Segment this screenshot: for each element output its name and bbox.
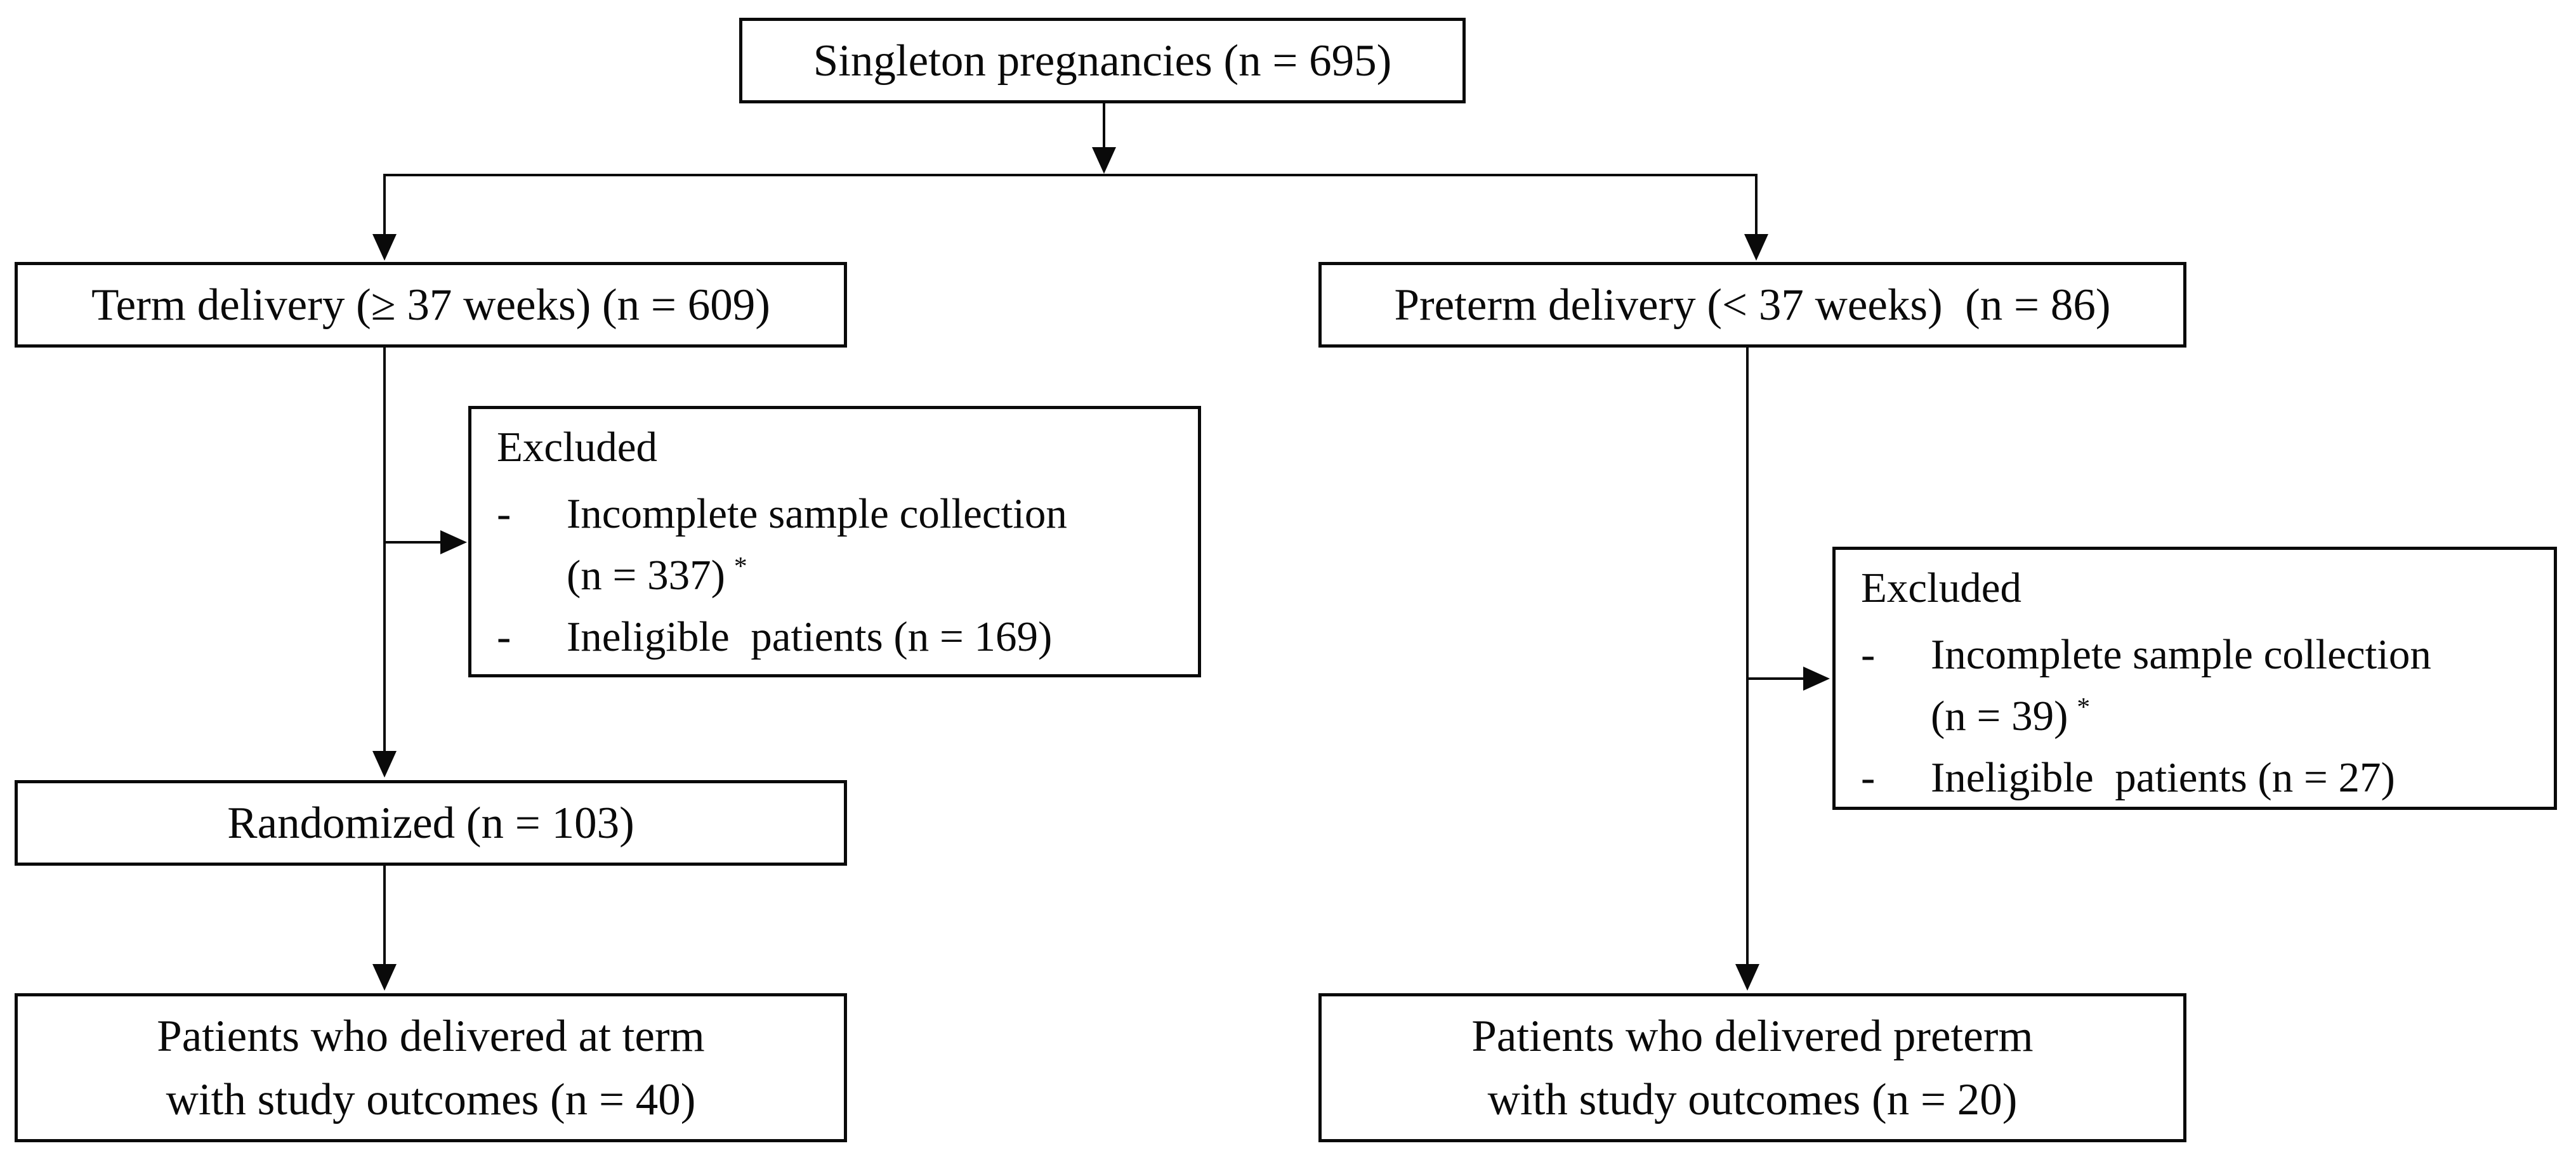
term-excluded-title: Excluded: [497, 424, 658, 471]
connector-term-to-excluded: [384, 541, 444, 544]
randomized-box: Randomized (n = 103): [15, 780, 847, 866]
arrowhead-into-term-outcome-box: [372, 964, 397, 991]
term-excluded-item2-line: Ineligible patients (n = 169): [567, 613, 1053, 660]
arrowhead-into-preterm-box: [1744, 234, 1768, 261]
randomized-label: Randomized (n = 103): [227, 798, 634, 848]
preterm-delivery-label: Preterm delivery (< 37 weeks) (n = 86): [1394, 280, 2111, 330]
term-excluded-item-1: - Incomplete sample collection (n = 337)…: [497, 483, 1185, 606]
term-outcome-line2: with study outcomes (n = 40): [166, 1074, 696, 1124]
preterm-outcome-line2: with study outcomes (n = 20): [1487, 1074, 2018, 1124]
connector-preterm-to-outcome: [1746, 348, 1749, 968]
preterm-excluded-box: Excluded - Incomplete sample collection …: [1832, 547, 2557, 810]
connector-split-bar: [383, 174, 1758, 176]
preterm-excluded-item1-line2: (n = 39)*: [1931, 691, 2091, 740]
connector-split-to-term: [383, 174, 386, 236]
arrowhead-into-preterm-outcome-box: [1735, 964, 1759, 991]
preterm-excluded-item1-line1: Incomplete sample collection: [1931, 631, 2431, 678]
asterisk-footnote-marker: *: [733, 551, 747, 580]
preterm-excluded-title: Excluded: [1861, 564, 2022, 611]
arrowhead-into-term-box: [372, 234, 397, 261]
bullet-dash: -: [497, 613, 511, 660]
connector-term-to-randomized: [383, 348, 386, 755]
bullet-dash: -: [497, 490, 511, 537]
preterm-delivery-box: Preterm delivery (< 37 weeks) (n = 86): [1318, 262, 2186, 348]
connector-singleton-down: [1103, 101, 1105, 150]
arrowhead-into-preterm-excluded-box: [1803, 667, 1830, 691]
term-excluded-item-2: - Ineligible patients (n = 169): [497, 606, 1185, 668]
term-excluded-box: Excluded - Incomplete sample collection …: [468, 406, 1201, 677]
preterm-outcome-line1: Patients who delivered preterm: [1471, 1011, 2034, 1061]
term-outcome-box: Patients who delivered at term with stud…: [15, 993, 847, 1142]
connector-preterm-to-excluded: [1747, 677, 1807, 680]
arrowhead-into-randomized-box: [372, 751, 397, 778]
preterm-excluded-item2-line: Ineligible patients (n = 27): [1931, 754, 2395, 801]
connector-randomized-to-outcome: [383, 866, 386, 967]
bullet-dash: -: [1861, 631, 1876, 678]
preterm-excluded-item-1: - Incomplete sample collection (n = 39)*: [1861, 624, 2541, 747]
preterm-outcome-box: Patients who delivered preterm with stud…: [1318, 993, 2186, 1142]
term-excluded-item1-line1: Incomplete sample collection: [567, 490, 1067, 537]
connector-split-to-preterm: [1755, 174, 1758, 236]
term-delivery-label: Term delivery (≥ 37 weeks) (n = 609): [91, 280, 770, 330]
singleton-pregnancies-box: Singleton pregnancies (n = 695): [739, 18, 1466, 103]
term-delivery-box: Term delivery (≥ 37 weeks) (n = 609): [15, 262, 847, 348]
preterm-excluded-item-2: - Ineligible patients (n = 27): [1861, 747, 2541, 809]
bullet-dash: -: [1861, 754, 1876, 801]
term-excluded-item1-line2: (n = 337)*: [567, 551, 747, 599]
arrowhead-into-term-excluded-box: [440, 530, 467, 554]
singleton-pregnancies-label: Singleton pregnancies (n = 695): [813, 36, 1392, 86]
asterisk-footnote-marker: *: [2077, 691, 2091, 721]
arrowhead-into-split-bar: [1092, 147, 1116, 174]
term-outcome-line1: Patients who delivered at term: [157, 1011, 705, 1061]
